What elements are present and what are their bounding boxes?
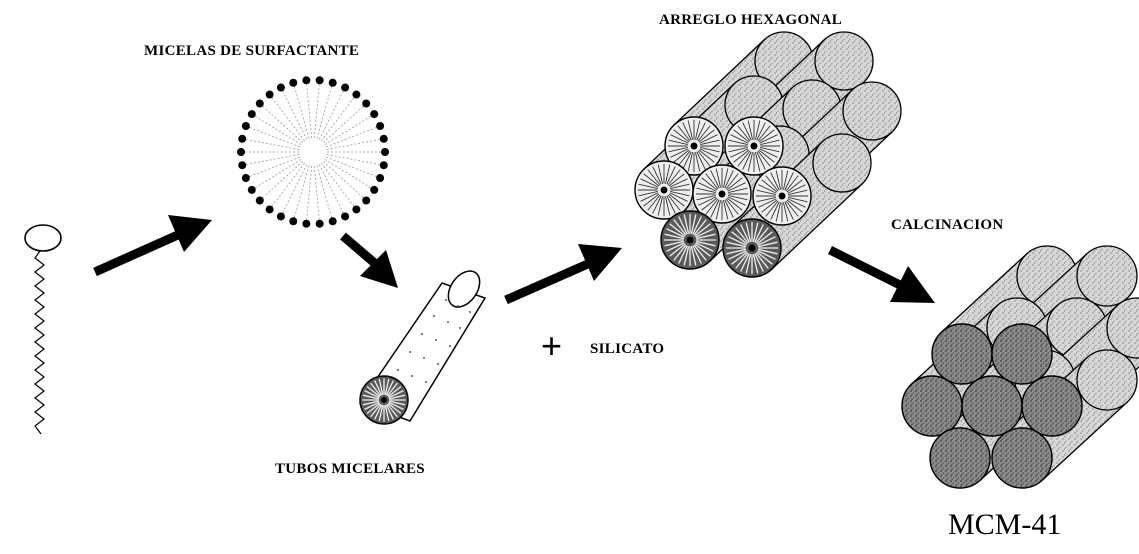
hexagonal-array-icon <box>635 32 901 277</box>
hexagonal-arrangement-label: ARREGLO HEXAGONAL <box>659 12 842 29</box>
arrow-right-up-icon <box>95 215 212 272</box>
arrow-down-right-icon <box>343 236 398 288</box>
mcm41-label: MCM-41 <box>948 508 1061 542</box>
silicate-label: SILICATO <box>590 341 664 358</box>
micellar-tube-icon <box>360 265 486 424</box>
mcm41-array-icon <box>902 246 1139 488</box>
micelles-label: MICELAS DE SURFACTANTE <box>144 43 359 60</box>
arrow-right-up-icon <box>506 244 622 300</box>
micellar-tubes-label: TUBOS MICELARES <box>275 461 425 478</box>
arrow-down-right-icon <box>830 250 935 303</box>
plus-sign: + <box>541 328 562 364</box>
surfactant-molecule-icon <box>25 225 61 434</box>
calcination-label: CALCINACION <box>891 217 1003 234</box>
spherical-micelle-icon <box>237 76 389 227</box>
